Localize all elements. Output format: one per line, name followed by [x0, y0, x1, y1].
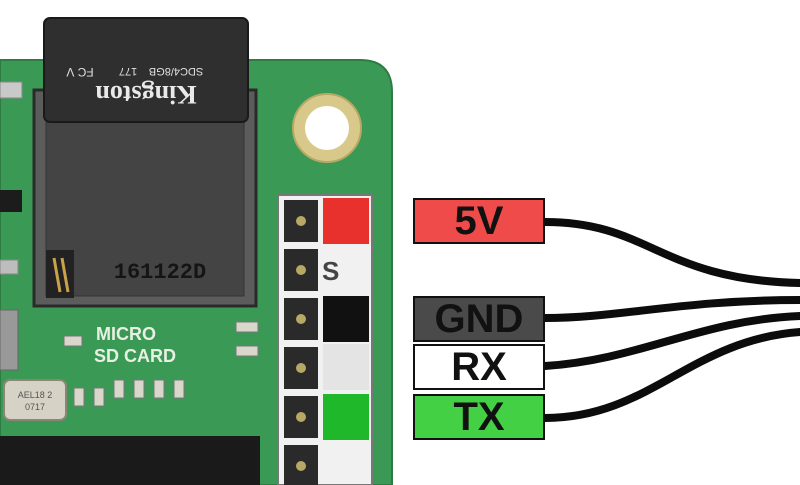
sd-card-code: 177	[119, 65, 137, 77]
wire-tx	[541, 328, 800, 422]
header-pin-tip	[296, 412, 306, 422]
smd-component	[0, 190, 22, 212]
silkscreen-sd-card: SD CARD	[94, 346, 176, 366]
header-pin-gnd-marker	[323, 296, 369, 342]
wire-gnd	[541, 296, 800, 322]
wires	[541, 218, 800, 422]
wire-5v	[541, 218, 800, 287]
header-pin-tx-marker	[323, 394, 369, 440]
header-mark: S	[322, 256, 339, 286]
sd-slot-print: 161122D	[114, 260, 206, 285]
silkscreen-micro: MICRO	[96, 324, 156, 344]
label-rx: RX	[413, 344, 545, 390]
sd-card	[43, 17, 249, 123]
crystal-print-1: AEL18 2	[18, 390, 53, 400]
header-pin-tip	[296, 216, 306, 226]
sd-card-brand: Kingston	[95, 80, 197, 109]
crystal-print-2: 0717	[25, 402, 45, 412]
sd-card-capacity: SDC4/8GB	[149, 65, 203, 77]
sd-card-marks: FC V	[66, 65, 93, 79]
wire-rx	[541, 312, 800, 370]
label-tx: TX	[413, 394, 545, 440]
header-pin-tip	[296, 363, 306, 373]
label-gnd: GND	[413, 296, 545, 342]
chip-bottom	[0, 436, 260, 485]
header-pin-tip	[296, 265, 306, 275]
crystal-oscillator	[3, 379, 67, 421]
smd-component	[0, 259, 19, 275]
smd-component	[0, 81, 23, 99]
smd-component	[0, 309, 19, 371]
header-pin-tip	[296, 461, 306, 471]
passive-components	[63, 321, 259, 407]
header-pin-rx-marker	[323, 344, 369, 390]
mounting-hole	[305, 106, 349, 150]
header-pin-tip	[296, 314, 306, 324]
pin-header-rows	[284, 200, 318, 485]
header-pin-5v-marker	[323, 198, 369, 244]
label-5v: 5V	[413, 198, 545, 244]
